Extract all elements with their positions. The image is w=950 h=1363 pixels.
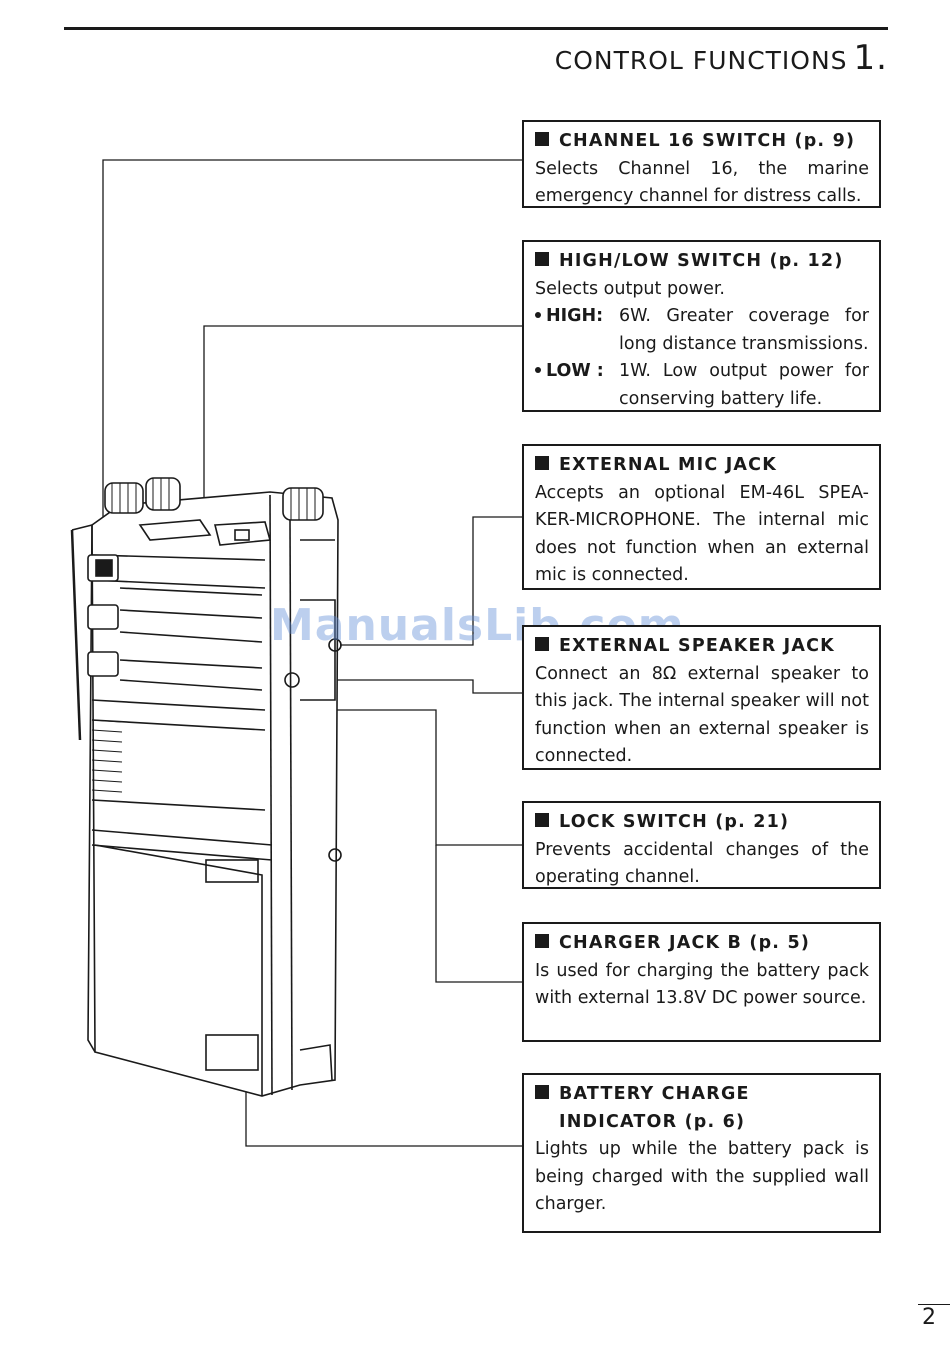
volume-knob xyxy=(104,482,144,514)
page-number: 2 xyxy=(922,1305,936,1330)
high-label: HIGH: xyxy=(546,306,604,327)
high-desc: 6W. Greater coverage for long distance t… xyxy=(619,306,869,354)
box-speaker-title: EXTERNAL SPEAKER JACK xyxy=(535,633,869,661)
section-number: 1. xyxy=(853,38,888,78)
box-battery-title-line1: BATTERY CHARGE xyxy=(535,1081,869,1109)
box-lock-title: LOCK SWITCH (p. 21) xyxy=(535,809,869,837)
square-bullet-icon xyxy=(535,456,549,470)
top-rule xyxy=(64,27,888,30)
bullet-dot-icon xyxy=(535,312,541,319)
box-lock-switch: LOCK SWITCH (p. 21) Prevents accidental … xyxy=(522,801,881,889)
highlow-switch xyxy=(87,604,119,630)
low-label: LOW : xyxy=(546,361,604,382)
charger-jack-socket xyxy=(328,848,342,862)
speaker-jack-socket xyxy=(284,672,300,688)
box-speaker-jack: EXTERNAL SPEAKER JACK Connect an 8Ω exte… xyxy=(522,625,881,770)
leader-charger xyxy=(435,845,522,983)
page-number-rule xyxy=(918,1304,950,1305)
radio-body xyxy=(70,477,342,1097)
box-mic-body: Accepts an optional EM-46L SPEA- KER-MIC… xyxy=(535,482,869,586)
channel-knob xyxy=(282,487,324,521)
box-charger-body: Is used for charging the battery pack wi… xyxy=(535,960,869,1009)
highlow-high-row: HIGH: 6W. Greater coverage for long dist… xyxy=(535,303,869,358)
leader-mic xyxy=(340,516,522,646)
box-battery-title-line2: INDICATOR (p. 6) xyxy=(559,1111,746,1132)
section-title: CONTROL FUNCTIONS xyxy=(554,46,848,75)
box-channel16-title: CHANNEL 16 SWITCH (p. 9) xyxy=(535,128,869,156)
box-mic-title: EXTERNAL MIC JACK xyxy=(535,452,869,480)
lock-switch xyxy=(87,651,119,677)
highlow-low-row: LOW : 1W. Low output power for conservin… xyxy=(535,358,869,413)
box-mic-jack: EXTERNAL MIC JACK Accepts an optional EM… xyxy=(522,444,881,590)
box-charger-title: CHARGER JACK B (p. 5) xyxy=(535,930,869,958)
square-bullet-icon xyxy=(535,252,549,266)
box-channel16: CHANNEL 16 SWITCH (p. 9) Selects Channel… xyxy=(522,120,881,208)
square-bullet-icon xyxy=(535,637,549,651)
square-bullet-icon xyxy=(535,1085,549,1099)
box-speaker-body: Connect an 8Ω external speaker to this j… xyxy=(535,663,869,767)
box-highlow-title: HIGH/LOW SWITCH (p. 12) xyxy=(535,248,869,276)
box-battery-body: Lights up while the battery pack is bein… xyxy=(535,1139,869,1215)
bullet-dot-icon xyxy=(535,367,541,374)
square-bullet-icon xyxy=(535,934,549,948)
box-highlow: HIGH/LOW SWITCH (p. 12) Selects output p… xyxy=(522,240,881,412)
box-battery-indicator: BATTERY CHARGE INDICATOR (p. 6) Lights u… xyxy=(522,1073,881,1233)
charge-indicator xyxy=(205,859,259,883)
leader-channel16 xyxy=(102,159,522,565)
box-highlow-intro: Selects output power. xyxy=(535,278,725,299)
square-bullet-icon xyxy=(535,132,549,146)
leader-speaker xyxy=(296,679,522,694)
square-bullet-icon xyxy=(535,813,549,827)
low-desc: 1W. Low output power for conserving batt… xyxy=(619,361,869,409)
squelch-knob xyxy=(145,477,181,511)
box-channel16-body: Selects Channel 16, the marine emergency… xyxy=(535,158,869,207)
box-charger-jack: CHARGER JACK B (p. 5) Is used for chargi… xyxy=(522,922,881,1042)
box-lock-body: Prevents accidental changes of the opera… xyxy=(535,839,869,888)
